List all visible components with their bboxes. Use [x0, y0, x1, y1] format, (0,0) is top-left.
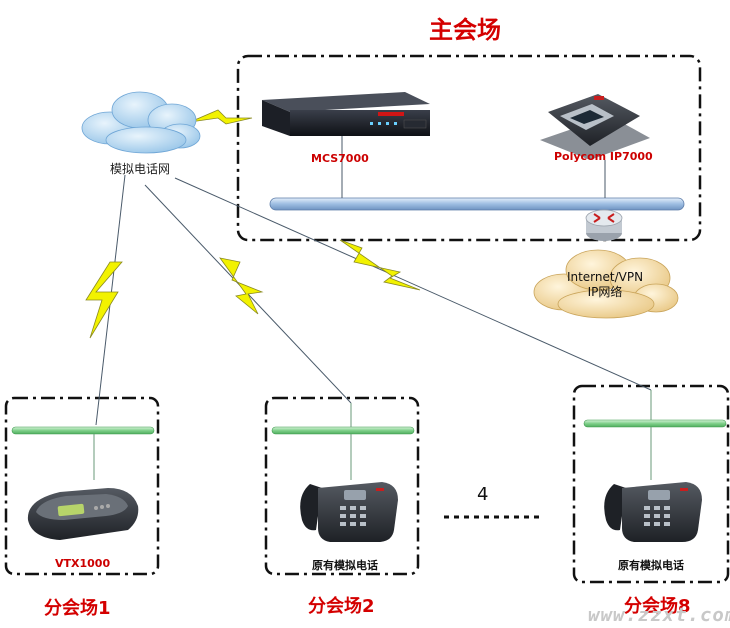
mcs7000-label: MCS7000	[311, 152, 369, 165]
branch-1-bus	[11, 426, 155, 435]
branch-2-bus	[271, 426, 415, 435]
internet-vpn-cloud-icon	[533, 249, 679, 319]
main-network-bus	[269, 197, 685, 211]
branch-1-title: 分会场1	[44, 598, 111, 619]
internet-vpn-label: Internet/VPN IP网络	[560, 270, 650, 300]
branch-2-title: 分会场2	[308, 596, 375, 617]
lightning-branch-2	[219, 257, 264, 315]
main-site-border	[236, 54, 702, 242]
internet-vpn-label-line-2: IP网络	[587, 285, 623, 299]
main-site-title: 主会场	[429, 16, 501, 44]
analog-phone-icon-branch-2	[300, 482, 398, 542]
analog-phone-icon-branch-8	[604, 482, 702, 542]
branch-2-device-label: 原有模拟电话	[312, 559, 378, 572]
ellipsis-count: 4	[477, 484, 489, 505]
internet-vpn-label-line-1: Internet/VPN	[566, 270, 644, 284]
lightning-branch-8	[339, 239, 421, 291]
router-icon	[585, 209, 623, 241]
branch-8-title: 分会场8	[624, 596, 691, 617]
pstn-label: 模拟电话网	[110, 162, 171, 176]
lightning-bolts	[85, 109, 421, 339]
branch-1-border	[4, 396, 160, 576]
pstn-cloud-icon	[81, 91, 201, 154]
branch-8-border	[572, 384, 730, 584]
branch-1-device-label: VTX1000	[55, 557, 111, 570]
polycom-ip7000-label: Polycom IP7000	[554, 150, 653, 163]
polycom-ip7000-icon	[540, 94, 650, 160]
lightning-branch-1	[85, 261, 123, 339]
branch-8-device-label: 原有模拟电话	[618, 559, 684, 572]
vtx1000-phone-icon	[27, 488, 139, 540]
mcs7000-server-icon	[262, 92, 430, 136]
branch-2-border	[264, 396, 420, 576]
watermark: www.zzxt.com	[588, 604, 730, 626]
lightning-pstn-mcs	[189, 109, 253, 125]
branch-8-bus	[583, 419, 727, 428]
